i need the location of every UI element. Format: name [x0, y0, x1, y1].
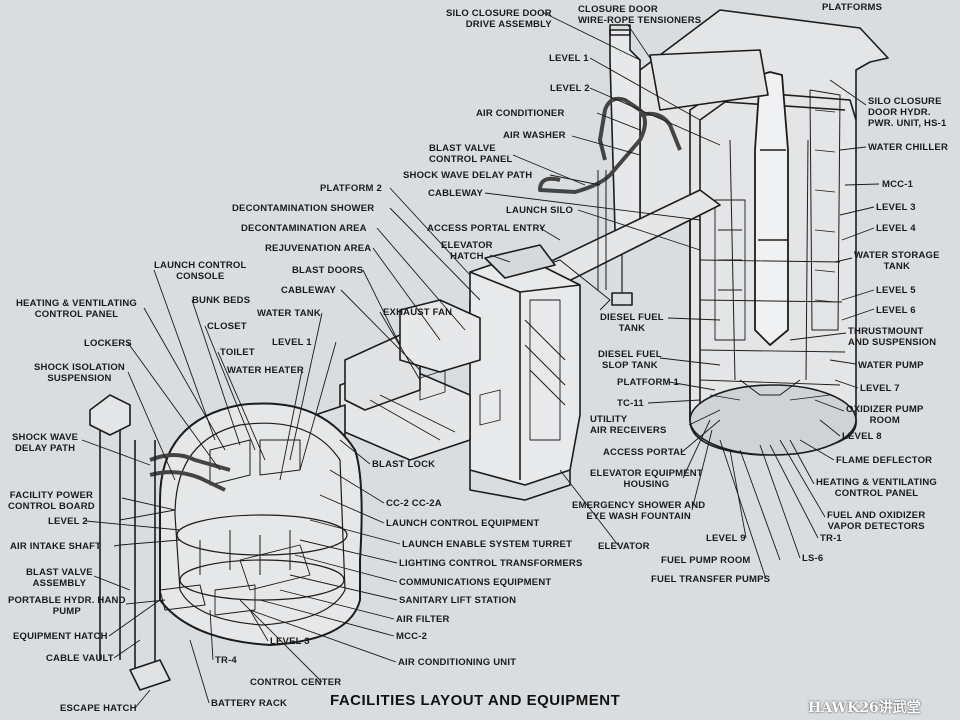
- label-shock-isolation: SHOCK ISOLATION SUSPENSION: [34, 362, 125, 384]
- label-elevator-equipment: ELEVATOR EQUIPMENT HOUSING: [590, 468, 703, 490]
- label-closure-door-tensioners: CLOSURE DOOR WIRE-ROPE TENSIONERS: [578, 4, 702, 26]
- label-launch-control-console: LAUNCH CONTROL CONSOLE: [154, 260, 247, 282]
- label-oxidizer-pump-room: OXIDIZER PUMP ROOM: [846, 404, 924, 426]
- label-water-chiller: WATER CHILLER: [868, 142, 949, 153]
- label-ls-6: LS-6: [802, 553, 824, 564]
- label-blast-valve-assembly: BLAST VALVE ASSEMBLY: [26, 567, 93, 589]
- label-launch-silo: LAUNCH SILO: [506, 205, 574, 216]
- label-battery-rack: BATTERY RACK: [211, 698, 288, 709]
- label-fuel-transfer-pumps: FUEL TRANSFER PUMPS: [651, 574, 771, 585]
- label-access-portal-entry: ACCESS PORTAL ENTRY: [427, 223, 546, 234]
- label-bunk-beds: BUNK BEDS: [192, 295, 251, 306]
- label-silo-level-8: LEVEL 8: [842, 431, 882, 442]
- label-lighting-control: LIGHTING CONTROL TRANSFORMERS: [399, 558, 583, 569]
- access-portal: [469, 244, 581, 501]
- label-silo-level-5: LEVEL 5: [876, 285, 916, 296]
- label-elevator: ELEVATOR: [598, 541, 650, 552]
- label-cable-vault: CABLE VAULT: [46, 653, 114, 664]
- label-air-conditioning-unit: AIR CONDITIONING UNIT: [398, 657, 517, 668]
- label-thrustmount: THRUSTMOUNT AND SUSPENSION: [848, 326, 937, 348]
- label-fuel-pump-room: FUEL PUMP ROOM: [661, 555, 751, 566]
- label-cableway-silo: CABLEWAY: [428, 188, 484, 199]
- label-portable-pump: PORTABLE HYDR. HAND PUMP: [8, 595, 126, 617]
- label-mcc-1: MCC-1: [882, 179, 914, 190]
- label-decon-area: DECONTAMINATION AREA: [241, 223, 367, 234]
- label-water-heater: WATER HEATER: [227, 365, 304, 376]
- diagram-title: FACILITIES LAYOUT AND EQUIPMENT: [330, 692, 621, 709]
- label-silo-closure-door-drive: SILO CLOSURE DOOR DRIVE ASSEMBLY: [446, 8, 552, 30]
- label-silo-level-6: LEVEL 6: [876, 305, 916, 316]
- leader-lines: [81, 11, 880, 709]
- label-emergency-shower: EMERGENCY SHOWER AND EYE WASH FOUNTAIN: [572, 500, 706, 522]
- closure-door-drive: [609, 24, 769, 306]
- label-platform-1: PLATFORM 1: [617, 377, 679, 388]
- label-lcc-level-2: LEVEL 2: [48, 516, 88, 527]
- label-escape-hatch: ESCAPE HATCH: [60, 703, 137, 714]
- label-tr-4: TR-4: [215, 655, 237, 666]
- label-air-conditioner: AIR CONDITIONER: [476, 108, 565, 119]
- label-launch-control-equipment: LAUNCH CONTROL EQUIPMENT: [386, 518, 540, 529]
- label-access-portal: ACCESS PORTAL: [603, 447, 687, 458]
- label-cc-2: CC-2 CC-2A: [386, 498, 442, 509]
- label-mcc-2: MCC-2: [396, 631, 428, 642]
- label-diesel-fuel-tank: DIESEL FUEL TANK: [600, 312, 664, 334]
- label-water-storage-tank: WATER STORAGE TANK: [854, 250, 940, 272]
- label-elevator-hatch: ELEVATOR HATCH: [441, 240, 493, 262]
- label-water-pump: WATER PUMP: [858, 360, 924, 371]
- label-communications: COMMUNICATIONS EQUIPMENT: [399, 577, 552, 588]
- label-hv-panel-silo: HEATING & VENTILATING CONTROL PANEL: [816, 477, 938, 499]
- label-sanitary-lift: SANITARY LIFT STATION: [399, 595, 517, 606]
- label-control-center: CONTROL CENTER: [250, 677, 342, 688]
- launch-silo-drawing: [639, 9, 889, 456]
- label-closet: CLOSET: [207, 321, 247, 332]
- label-air-filter: AIR FILTER: [396, 614, 450, 625]
- label-blast-valve-control-panel: BLAST VALVE CONTROL PANEL: [429, 143, 513, 165]
- label-water-tank: WATER TANK: [257, 308, 321, 319]
- label-lcc-level-1: LEVEL 1: [272, 337, 312, 348]
- label-shock-wave-delay-path-silo: SHOCK WAVE DELAY PATH: [403, 170, 533, 181]
- label-rejuvenation-area: REJUVENATION AREA: [265, 243, 372, 254]
- label-lockers: LOCKERS: [84, 338, 132, 349]
- label-silo-closure-hyd: SILO CLOSURE DOOR HYDR. PWR. UNIT, HS-1: [868, 96, 947, 129]
- label-shock-wave-delay-left: SHOCK WAVE DELAY PATH: [12, 432, 79, 454]
- label-decon-shower: DECONTAMINATION SHOWER: [232, 203, 375, 214]
- label-flame-deflector: FLAME DEFLECTOR: [836, 455, 933, 466]
- label-tc-11: TC-11: [617, 398, 644, 409]
- label-utility-air-receivers: UTILITY AIR RECEIVERS: [590, 414, 667, 436]
- label-launch-enable-turret: LAUNCH ENABLE SYSTEM TURRET: [402, 539, 573, 550]
- label-silo-level-4: LEVEL 4: [876, 223, 916, 234]
- launch-control-center: [149, 402, 363, 646]
- label-air-intake-shaft: AIR INTAKE SHAFT: [10, 541, 102, 552]
- label-silo-level-7: LEVEL 7: [860, 383, 900, 394]
- label-diesel-fuel-slop: DIESEL FUEL SLOP TANK: [598, 349, 662, 371]
- label-fuel-oxidizer-detectors: FUEL AND OXIDIZER VAPOR DETECTORS: [827, 510, 926, 532]
- label-tr-1: TR-1: [820, 533, 842, 544]
- watermark-logo: HAWK26讲武堂: [808, 700, 921, 716]
- label-silo-level-3: LEVEL 3: [876, 202, 916, 213]
- label-silo-level-2: LEVEL 2: [550, 83, 590, 94]
- label-toilet: TOILET: [220, 347, 255, 358]
- label-silo-level-9: LEVEL 9: [706, 533, 746, 544]
- label-cableway-center: CABLEWAY: [281, 285, 337, 296]
- label-blast-doors: BLAST DOORS: [292, 265, 364, 276]
- label-lcc-level-3: LEVEL 3: [270, 636, 310, 647]
- label-air-washer: AIR WASHER: [503, 130, 566, 141]
- label-facility-power: FACILITY POWER CONTROL BOARD: [8, 490, 95, 512]
- label-platform-2: PLATFORM 2: [320, 183, 382, 194]
- label-hv-panel-left: HEATING & VENTILATING CONTROL PANEL: [16, 298, 138, 320]
- label-blast-lock: BLAST LOCK: [372, 459, 436, 470]
- label-exhaust-fan: EXHAUST FAN: [383, 307, 453, 318]
- label-platforms: PLATFORMS: [822, 2, 883, 13]
- label-equipment-hatch: EQUIPMENT HATCH: [13, 631, 108, 642]
- label-silo-level-1: LEVEL 1: [549, 53, 589, 64]
